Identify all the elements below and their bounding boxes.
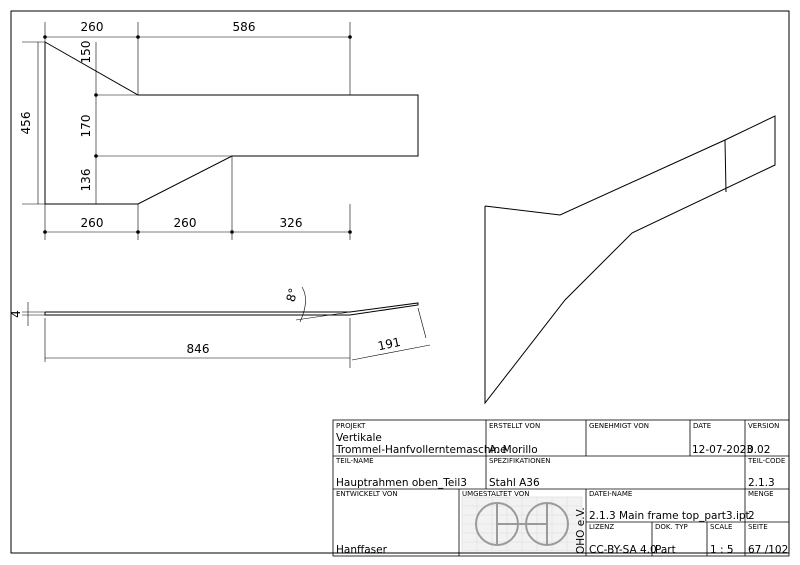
genehmigt-label: GENEHMIGT VON <box>589 422 649 430</box>
spez-label: SPEZIFIKATIONEN <box>489 457 551 465</box>
teilname-label: TEIL-NAME <box>335 457 374 465</box>
dim-inner-170: 170 <box>79 115 93 138</box>
scale-value: 1 : 5 <box>710 544 734 556</box>
dim-length-846: 846 <box>187 342 210 356</box>
sheet-frame <box>10 10 790 554</box>
seite-label: SEITE <box>748 523 768 531</box>
top-view-dimensions: 260 586 456 150 170 136 260 260 326 <box>19 20 302 230</box>
dim-thickness-4: 4 <box>9 310 23 318</box>
iso-view <box>484 115 776 405</box>
teilcode-value: 2.1.3 <box>748 477 775 489</box>
dim-bent-191: 191 <box>377 335 402 353</box>
dim-bottom-260-a: 260 <box>81 216 104 230</box>
lizenz-value: CC-BY-SA 4.0 <box>589 544 657 556</box>
dim-left-456: 456 <box>19 112 33 135</box>
dateiname-value: 2.1.3 Main frame top_part3.ipt <box>589 510 750 522</box>
dim-inner-150: 150 <box>79 41 93 64</box>
seite-value: 67 /102 <box>748 544 788 556</box>
erstellt-value: A. Morillo <box>489 444 538 456</box>
oho-logo <box>461 496 583 552</box>
menge-value: 2 <box>748 510 755 522</box>
teilcode-label: TEIL-CODE <box>747 457 785 465</box>
dim-bottom-260-b: 260 <box>174 216 197 230</box>
dim-top-586: 586 <box>233 20 256 34</box>
lizenz-label: LIZENZ <box>589 523 614 531</box>
title-block <box>332 419 790 557</box>
side-view <box>22 286 431 368</box>
projekt-label: PROJEKT <box>336 422 366 430</box>
dateiname-label: DATEI-NAME <box>589 490 632 498</box>
scale-label: SCALE <box>710 523 732 531</box>
version-label: VERSION <box>748 422 779 430</box>
entwickelt-label: ENTWICKELT VON <box>336 490 398 498</box>
top-view <box>22 22 419 240</box>
title-block-values: Vertikale Trommel-Hanfvollerntemaschine … <box>335 432 788 556</box>
date-label: DATE <box>693 422 711 430</box>
doktyp-label: DOK. TYP <box>655 523 688 531</box>
teilname-value: Hauptrahmen oben_Teil3 <box>336 477 467 489</box>
date-value: 12-07-2023 <box>692 444 753 456</box>
version-value: 0.02 <box>747 444 770 456</box>
side-view-outline <box>44 302 419 316</box>
projekt-value-line1: Vertikale <box>336 432 382 444</box>
projekt-value-line2: Trommel-Hanfvollerntemaschine <box>335 444 507 456</box>
erstellt-label: ERSTELLT VON <box>489 422 540 430</box>
title-block-labels: PROJEKT ERSTELLT VON GENEHMIGT VON DATE … <box>335 422 785 531</box>
top-view-dim-dots <box>43 35 352 234</box>
entwickelt-value: Hanffaser <box>336 544 388 556</box>
dim-top-260: 260 <box>81 20 104 34</box>
menge-label: MENGE <box>748 490 774 498</box>
dim-bottom-326: 326 <box>280 216 303 230</box>
spez-value: Stahl A36 <box>489 477 540 489</box>
doktyp-value: Part <box>655 544 676 556</box>
umgestaltet-label: UMGESTALTET VON <box>462 490 530 498</box>
side-view-dimensions: 4 8° 846 191 <box>9 287 402 356</box>
oho-rotated-text: OHO e.V. <box>575 507 587 554</box>
dim-angle-8: 8° <box>284 287 301 304</box>
top-view-outline <box>44 41 419 205</box>
dim-inner-136: 136 <box>79 169 93 192</box>
